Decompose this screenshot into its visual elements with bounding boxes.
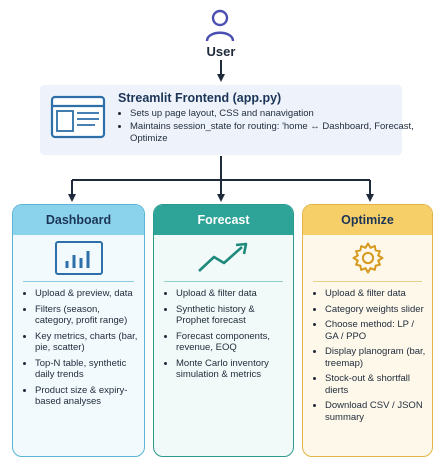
forecast-bullet: Synthetic history & Prophet forecast bbox=[176, 304, 287, 327]
frontend-bullet: Maintains session_state for routing: 'ho… bbox=[130, 121, 415, 145]
dashboard-bullet: Key metrics, charts (bar, pie, scatter) bbox=[35, 331, 138, 354]
forecast-bullet: Forecast components, revenue, EOQ bbox=[176, 331, 287, 354]
user-label: User bbox=[206, 44, 236, 59]
optimize-bullet-list: Upload & filter data Category weights sl… bbox=[303, 288, 432, 423]
trend-line-icon bbox=[197, 242, 247, 272]
dashboard-bullet: Top-N table, synthetic daily trends bbox=[35, 358, 138, 381]
optimize-bullet: Display planogram (bar, treemap) bbox=[325, 346, 426, 369]
user-icon bbox=[205, 9, 235, 42]
dashboard-bullet-list: Upload & preview, data Filters (season, … bbox=[13, 288, 144, 408]
optimize-bullet: Stock-out & shortfall dierts bbox=[325, 373, 426, 396]
optimize-header: Optimize bbox=[303, 205, 432, 235]
forecast-card: Forecast Upload & filter data Synthetic … bbox=[153, 204, 294, 457]
optimize-divider bbox=[313, 281, 422, 282]
frontend-title: Streamlit Frontend (app.py) bbox=[118, 91, 282, 105]
dashboard-card: Dashboard Upload & preview, data Filters… bbox=[12, 204, 145, 457]
dashboard-header: Dashboard bbox=[13, 205, 144, 235]
forecast-bullet: Monte Carlo inventory simulation & metri… bbox=[176, 358, 287, 381]
forecast-divider bbox=[164, 281, 283, 282]
dashboard-bullet: Filters (season, category, profit range) bbox=[35, 304, 138, 327]
frontend-bullet-list: Sets up page layout, CSS and nanavigatio… bbox=[116, 108, 415, 146]
gear-icon bbox=[352, 242, 383, 274]
forecast-header: Forecast bbox=[154, 205, 293, 235]
forecast-bullet-list: Upload & filter data Synthetic history &… bbox=[154, 288, 293, 381]
optimize-bullet: Upload & filter data bbox=[325, 288, 426, 300]
frontend-bullet: Sets up page layout, CSS and nanavigatio… bbox=[130, 108, 415, 120]
browser-window-icon bbox=[50, 95, 106, 139]
optimize-bullet: Choose method: LP / GA / PPO bbox=[325, 319, 426, 342]
optimize-bullet: Download CSV / JSON summary bbox=[325, 400, 426, 423]
forecast-bullet: Upload & filter data bbox=[176, 288, 287, 300]
optimize-bullet: Category weights slider bbox=[325, 304, 426, 316]
optimize-card: Optimize Upload & filter data Category w… bbox=[302, 204, 433, 457]
dashboard-bullet: Product size & expiry-based analyses bbox=[35, 385, 138, 408]
dashboard-bullet: Upload & preview, data bbox=[35, 288, 138, 300]
dashboard-divider bbox=[23, 281, 134, 282]
bar-chart-icon bbox=[54, 241, 103, 275]
